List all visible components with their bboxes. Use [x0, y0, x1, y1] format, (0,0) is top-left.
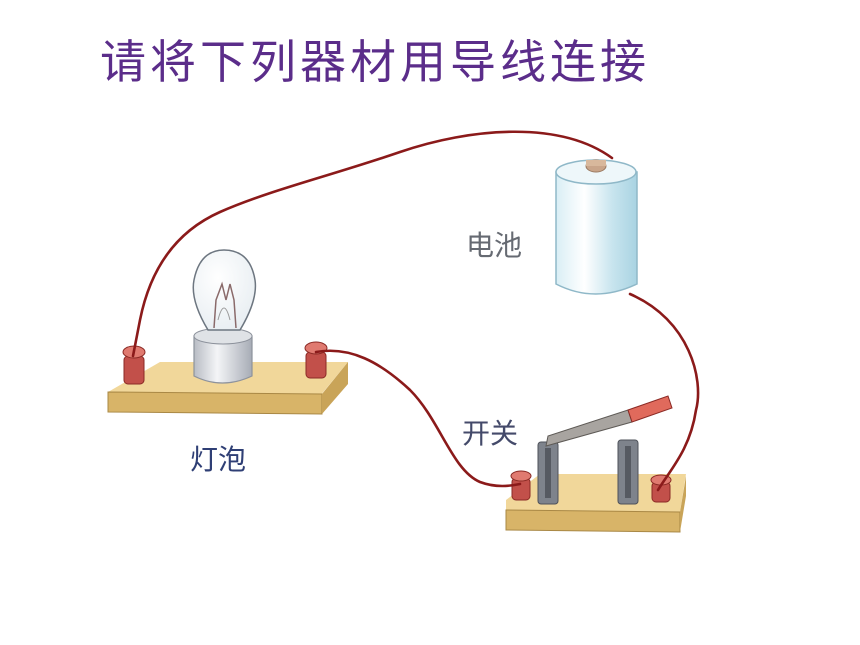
- wire-bulb-to-switch: [314, 349, 522, 488]
- battery-label: 电池: [466, 229, 523, 262]
- bulb-terminal-right: [304, 341, 328, 379]
- bulb-label: 灯泡: [190, 443, 247, 476]
- light-bulb: [192, 249, 257, 384]
- switch-terminal-left: [510, 470, 532, 501]
- battery: [555, 159, 638, 295]
- wire-battery-to-switch: [628, 292, 700, 492]
- switch-terminal-right: [650, 474, 672, 503]
- switch: [505, 395, 686, 533]
- wire-battery-to-bulb: [131, 130, 614, 358]
- page-title: 请将下列器材用导线连接: [100, 35, 650, 89]
- switch-label: 开关: [462, 417, 519, 450]
